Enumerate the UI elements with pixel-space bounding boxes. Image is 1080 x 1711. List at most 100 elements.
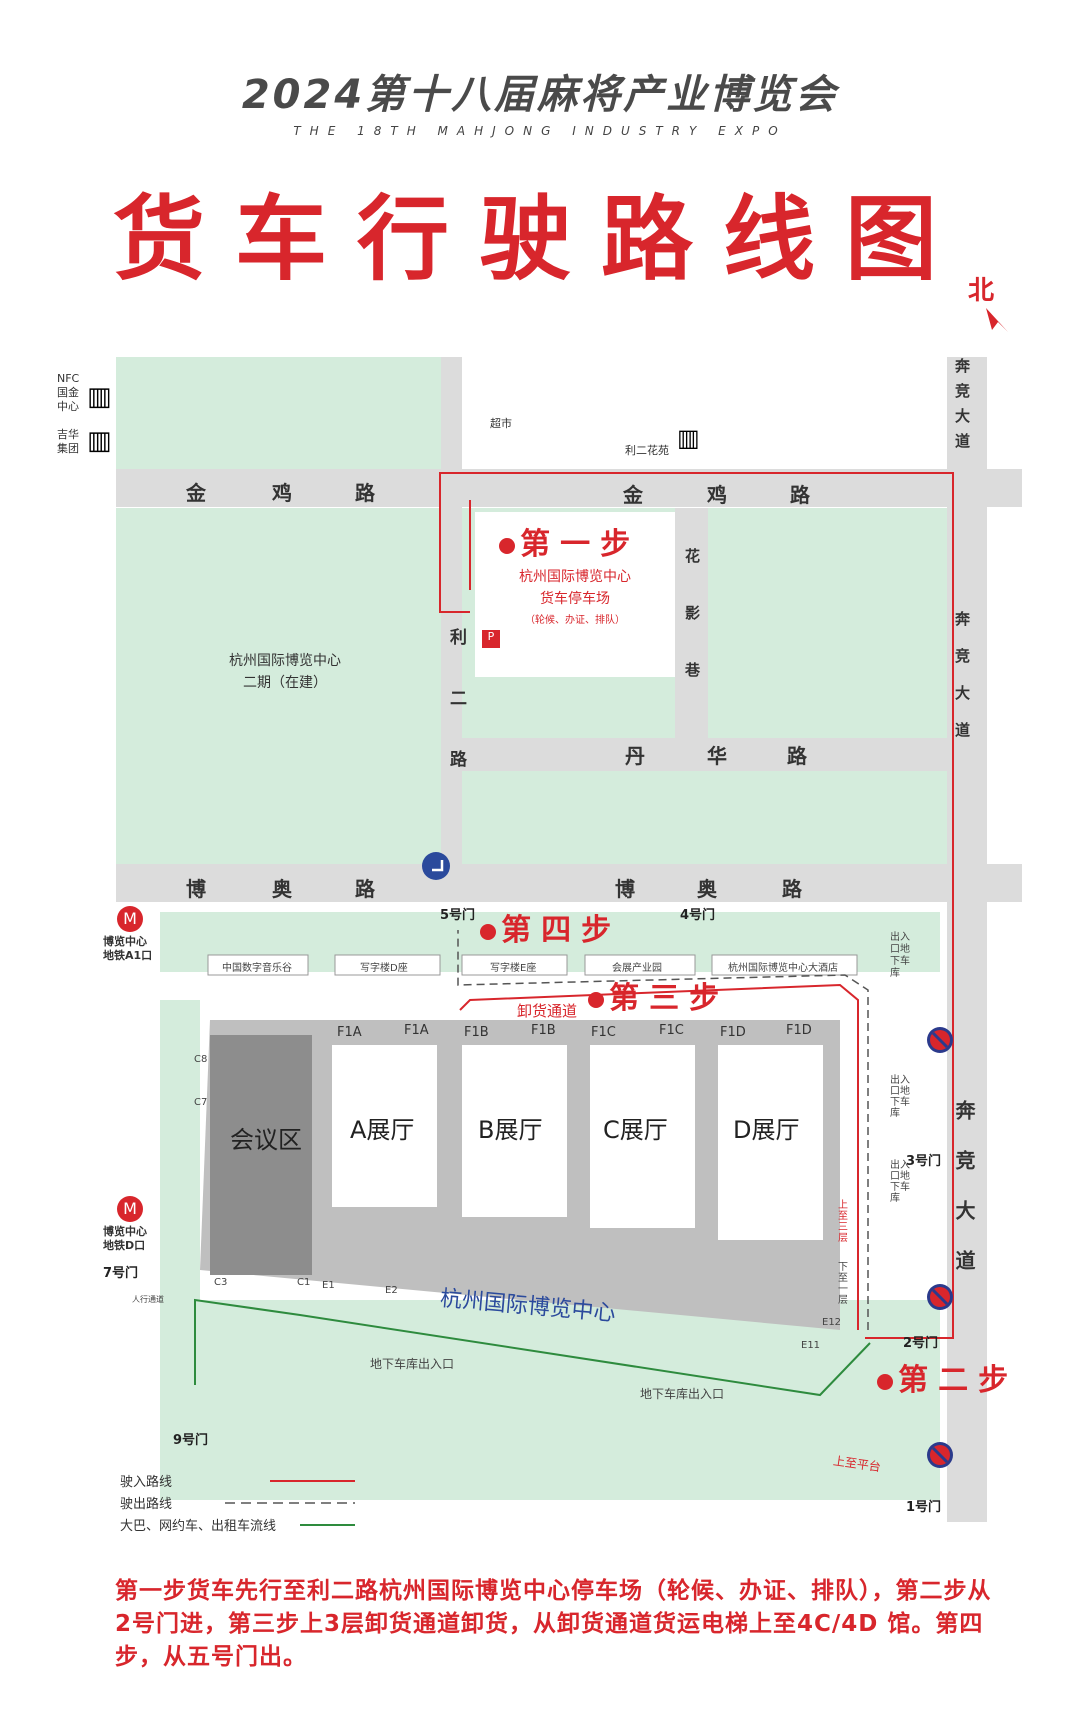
hall-code: F1A <box>404 1023 429 1038</box>
side-code: C3 <box>214 1277 228 1288</box>
hall-c-label: C展厅 <box>603 1116 668 1144</box>
road-label-boao-2: 奥 <box>272 877 292 901</box>
landmark-jihua: 吉华集团 <box>57 428 79 455</box>
metro-icon: M <box>117 906 143 932</box>
legend-bus: 大巴、网约车、出租车流线 <box>120 1519 277 1534</box>
metro-d-label: 博览中心地铁D口 <box>103 1225 147 1252</box>
metro-icon: M <box>117 1196 143 1222</box>
hall-code: F1C <box>659 1023 684 1038</box>
map-title: 货车行驶路线图 <box>112 186 967 293</box>
building-icon: ▥ <box>87 382 112 412</box>
underground-exit-2: 地下车库出入口 <box>640 1387 725 1401</box>
landmark-phase2: 杭州国际博览中心二期（在建） <box>229 653 341 691</box>
building-icon: ▥ <box>677 424 700 452</box>
hall-c <box>590 1045 695 1228</box>
road-label-boao-3: 路 <box>355 877 375 901</box>
expo-subtitle: THE 18TH MAHJONG INDUSTRY EXPO <box>293 124 787 138</box>
building-icon: ▥ <box>87 426 112 456</box>
step1-marker: 第一步 <box>499 519 640 563</box>
hall-code: F1B <box>464 1025 489 1040</box>
parking-icon: P <box>482 630 500 648</box>
building-office-e: 写字楼E座 <box>490 963 537 974</box>
route-bus <box>194 1298 871 1397</box>
side-code: E12 <box>822 1317 842 1328</box>
landmark-supermarket: 超市 <box>490 417 512 430</box>
hall-b <box>462 1045 567 1217</box>
block-nfc <box>116 357 441 469</box>
road-label-huaying: 花影巷 <box>683 548 701 719</box>
gate-2: 2号门 <box>903 1336 939 1351</box>
hall-code: F1D <box>786 1023 812 1038</box>
metro-a1-label: 博览中心地铁A1口 <box>103 935 153 962</box>
side-code: E2 <box>385 1285 398 1296</box>
road-label-jinji-2: 鸡 <box>272 481 292 505</box>
road-label-jinji-6: 路 <box>790 483 810 507</box>
underground-exit-1: 地下车库出入口 <box>370 1357 455 1371</box>
road-label-jinji-4: 金 <box>623 483 643 507</box>
road-huaying <box>675 508 708 738</box>
road-label-boao-1: 博 <box>186 877 206 901</box>
gate-1: 1号门 <box>906 1500 942 1515</box>
gate-9: 9号门 <box>173 1433 209 1448</box>
hall-a-label: A展厅 <box>350 1116 415 1144</box>
hall-code: F1A <box>337 1025 362 1040</box>
road-label-jinji-1: 金 <box>186 481 206 505</box>
meeting-area <box>210 1035 312 1275</box>
route-out <box>457 930 869 1330</box>
down1-label: 下至一层 <box>838 1262 848 1306</box>
road-label-danhua-2: 华 <box>707 744 727 768</box>
legend-out: 驶出路线 <box>120 1497 173 1512</box>
side-code: C1 <box>297 1277 311 1288</box>
road-label-danhua-3: 路 <box>787 744 807 768</box>
road-label-benjing-mid: 奔竞大道 <box>953 611 971 759</box>
side-code: C7 <box>194 1097 208 1108</box>
landmark-lierhuayuan: 利二花苑 <box>625 444 669 457</box>
road-lier <box>441 357 462 902</box>
unload-channel-label: 卸货通道 <box>517 1002 578 1020</box>
route-in-step2 <box>865 472 954 1339</box>
garage-label: 出入口地下车库 <box>890 932 910 979</box>
step3-marker: 第三步 <box>588 973 729 1017</box>
route-in-step3 <box>459 983 859 1330</box>
gate-5: 5号门 <box>440 908 476 923</box>
step4-marker: 第四步 <box>480 905 621 949</box>
gate-4: 4号门 <box>680 908 716 923</box>
road-label-danhua-1: 丹 <box>625 744 645 768</box>
gate-3: 3号门 <box>906 1154 942 1169</box>
hall-code: F1C <box>591 1025 616 1040</box>
road-label-benjing-low: 奔竞大道 <box>952 1100 976 1300</box>
hall-b-label: B展厅 <box>478 1116 543 1144</box>
block-danhua-south <box>462 771 947 864</box>
building-expo-park: 会展产业园 <box>612 963 662 974</box>
gate-7: 7号门 <box>103 1266 139 1281</box>
expo-title: 2024第十八届麻将产业博览会 <box>241 72 839 118</box>
road-label-benjing-top: 奔竞大道 <box>953 358 971 458</box>
garage-label: 出入口地下车库 <box>890 1075 910 1119</box>
side-code: E11 <box>801 1340 821 1351</box>
side-code: E1 <box>322 1280 335 1291</box>
instructions-text: 第一步货车先行至利二路杭州国际博览中心停车场（轮候、办证、排队），第二步从2号门… <box>115 1578 992 1670</box>
road-label-jinji-5: 鸡 <box>707 483 727 507</box>
building-hotel: 杭州国际博览中心大酒店 <box>728 963 838 974</box>
hall-code: F1B <box>531 1023 556 1038</box>
route-in-step1 <box>439 472 947 613</box>
up3-label: 上至三层 <box>838 1200 848 1244</box>
road-label-boao-6: 路 <box>782 877 802 901</box>
north-arrow-icon <box>986 308 1008 332</box>
parking-label: 杭州国际博览中心 货车停车场 （轮候、办证、排队） <box>519 569 631 626</box>
road-label-jinji-3: 路 <box>355 481 375 505</box>
side-code: C8 <box>194 1054 208 1065</box>
pedestrian-label: 人行通道 <box>132 1295 164 1304</box>
hall-code: F1D <box>720 1025 746 1040</box>
north-label: 北 <box>968 276 995 306</box>
meeting-area-label: 会议区 <box>230 1126 302 1154</box>
legend-in: 驶入路线 <box>120 1475 173 1490</box>
road-label-lier: 利二路 <box>446 628 466 811</box>
road-label-boao-5: 奥 <box>697 877 717 901</box>
garage-label: 出入口地下车库 <box>890 1160 910 1204</box>
road-label-boao-4: 博 <box>615 877 635 901</box>
block-phase2 <box>116 508 441 864</box>
road-danhua <box>462 738 947 771</box>
